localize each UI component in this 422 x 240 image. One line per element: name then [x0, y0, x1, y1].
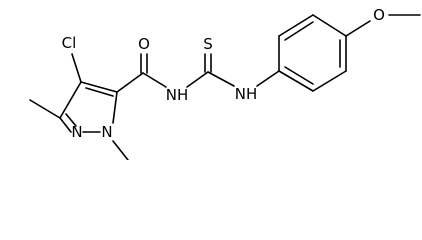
bond-ar-inner-c: [284, 66, 314, 85]
bond-carbonyl-nh: [142, 72, 167, 88]
bond-c4-cl: [71, 53, 82, 83]
chemical-structure-diagram: Cl O S NH NH N N O: [29, 6, 421, 160]
bond-c5-carbonyl: [116, 72, 144, 93]
bond-ar-inner-a: [284, 21, 314, 41]
bond-thiocarbon-nh: [207, 71, 235, 87]
bond-n2-c3: [59, 117, 72, 133]
bond-ar-2-3: [278, 14, 314, 37]
atom-carbonyl-oxygen: O: [138, 35, 150, 53]
bond-ar-3-4: [312, 14, 347, 37]
bond-c4-c3: [59, 81, 82, 119]
atom-thio-sulfur: S: [203, 35, 213, 53]
bond-nh-aryl: [256, 70, 280, 87]
bond-c4-c5-inner: [85, 87, 114, 97]
atom-pyrazole-n2: N: [71, 123, 82, 141]
atom-amide-nh: NH: [166, 86, 189, 104]
atom-methoxy-oxygen: O: [373, 6, 385, 24]
bond-c4-c5: [80, 81, 118, 93]
atom-pyrazole-n1: N: [101, 123, 112, 141]
atom-labels: Cl O S NH NH N N O: [62, 6, 385, 141]
bonds: [29, 14, 421, 160]
bond-n2-c3-inner: [65, 113, 77, 127]
bond-nh-thiocarbon: [186, 71, 209, 88]
bond-n1-methyl: [112, 140, 129, 160]
bond-ar-5-6: [312, 70, 347, 92]
bond-c3-methyl: [29, 99, 61, 119]
bond-c5-n1: [112, 91, 118, 124]
atom-chlorine: Cl: [62, 34, 77, 52]
atom-aryl-nh: NH: [235, 85, 258, 103]
bond-ar-6-1: [278, 70, 314, 92]
bond-ar-o: [345, 20, 371, 37]
